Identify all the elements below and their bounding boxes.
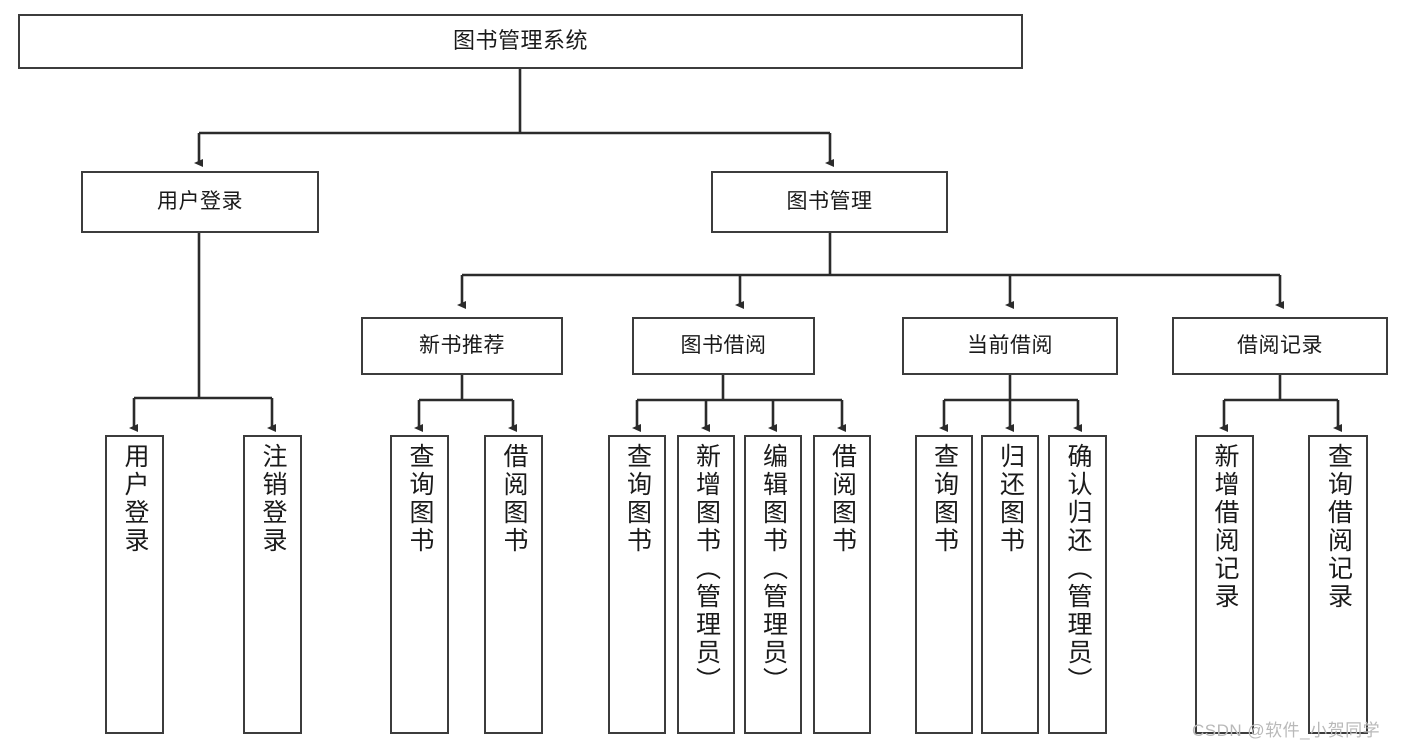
- leaf-query-book-recommend[interactable]: 查询图书: [390, 435, 449, 734]
- node-label: 当前借阅: [967, 334, 1053, 358]
- node-book-borrow[interactable]: 图书借阅: [632, 317, 815, 375]
- node-label: 确认归还（管理员）: [1064, 443, 1092, 695]
- node-book-management[interactable]: 图书管理: [711, 171, 948, 233]
- node-label: 用户登录: [157, 190, 243, 214]
- node-user-login[interactable]: 用户登录: [81, 171, 319, 233]
- node-label: 借阅图书: [500, 443, 528, 555]
- node-new-book-recommend[interactable]: 新书推荐: [361, 317, 563, 375]
- node-label: 注销登录: [259, 443, 287, 555]
- leaf-confirm-return-admin[interactable]: 确认归还（管理员）: [1048, 435, 1107, 734]
- leaf-query-borrow-record[interactable]: 查询借阅记录: [1308, 435, 1368, 734]
- node-label: 借阅记录: [1237, 334, 1323, 358]
- node-label: 归还图书: [996, 443, 1025, 555]
- leaf-user-login[interactable]: 用户登录: [105, 435, 164, 734]
- node-label: 图书管理: [786, 190, 873, 214]
- leaf-edit-book-admin[interactable]: 编辑图书（管理员）: [744, 435, 802, 734]
- leaf-return-book[interactable]: 归还图书: [981, 435, 1039, 734]
- node-label: 查询图书: [406, 443, 434, 555]
- leaf-logout[interactable]: 注销登录: [243, 435, 302, 734]
- node-label: 用户登录: [121, 443, 149, 555]
- leaf-add-borrow-record[interactable]: 新增借阅记录: [1195, 435, 1254, 734]
- csdn-watermark: CSDN @软件_小贺同学: [1192, 721, 1381, 740]
- node-label: 查询借阅记录: [1324, 443, 1353, 611]
- node-label: 新增借阅记录: [1211, 443, 1239, 611]
- node-label: 新增图书（管理员）: [692, 443, 721, 695]
- node-label: 编辑图书（管理员）: [759, 443, 788, 695]
- leaf-query-book-current[interactable]: 查询图书: [915, 435, 973, 734]
- node-label: 查询图书: [623, 443, 652, 555]
- node-label: 图书管理系统: [452, 28, 588, 54]
- node-root-book-management-system[interactable]: 图书管理系统: [18, 14, 1023, 69]
- node-label: 借阅图书: [828, 443, 857, 555]
- leaf-query-book-borrow[interactable]: 查询图书: [608, 435, 666, 734]
- node-current-borrow[interactable]: 当前借阅: [902, 317, 1118, 375]
- leaf-borrow-book[interactable]: 借阅图书: [813, 435, 871, 734]
- node-borrow-records[interactable]: 借阅记录: [1172, 317, 1388, 375]
- leaf-add-book-admin[interactable]: 新增图书（管理员）: [677, 435, 735, 734]
- node-label: 查询图书: [930, 443, 959, 555]
- node-label: 新书推荐: [419, 334, 505, 358]
- leaf-borrow-book-recommend[interactable]: 借阅图书: [484, 435, 543, 734]
- node-label: 图书借阅: [680, 334, 767, 358]
